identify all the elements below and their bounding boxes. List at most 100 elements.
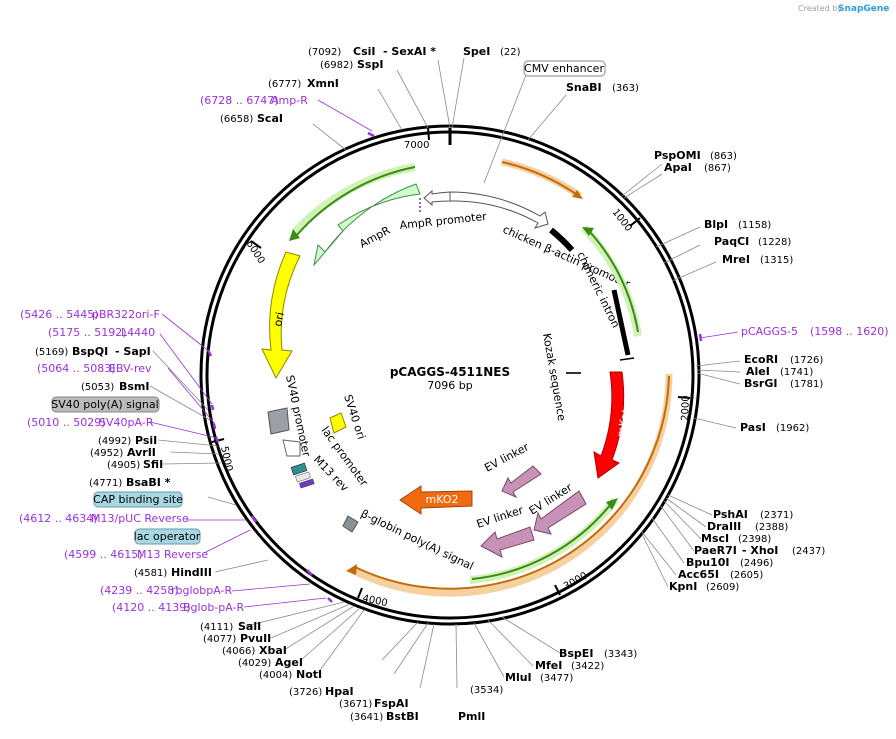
cmv-enhancer-box[interactable]: [523, 60, 606, 77]
site-paer7i[interactable]: PaeR7I: [694, 544, 737, 557]
site-bsabi[interactable]: BsaBI *: [126, 476, 171, 489]
mko2-feature[interactable]: [399, 485, 473, 515]
primer-m13puc[interactable]: M13/pUC Reverse: [91, 512, 189, 525]
primer-ebvrev[interactable]: EBV-rev: [109, 362, 152, 375]
primer-m13rev[interactable]: M13 Reverse: [137, 548, 208, 561]
chimeric-intron-arc[interactable]: [589, 231, 639, 333]
site-fspai[interactable]: FspAI: [374, 697, 409, 710]
site-mrei[interactable]: MreI: [722, 253, 750, 266]
sv40-promoter-feature[interactable]: [267, 407, 290, 435]
lac-promoter-shape[interactable]: [282, 439, 301, 457]
site-hindiii[interactable]: HindIII: [171, 566, 212, 579]
primer-m13puc-range: (4612 .. 4634): [19, 512, 98, 525]
site-scai[interactable]: ScaI: [257, 112, 283, 125]
sv40-polya-box[interactable]: [51, 396, 160, 413]
site-bspqi[interactable]: BspQI: [72, 345, 108, 358]
site-xhoi[interactable]: - XhoI: [742, 544, 778, 557]
site-sspi[interactable]: SspI: [357, 58, 383, 71]
site-pspomi[interactable]: PspOMI: [654, 149, 701, 162]
primer-rbglobpar[interactable]: rbglobpA-R: [171, 584, 232, 597]
site-pasi[interactable]: PasI: [740, 421, 766, 434]
site-psii[interactable]: PsiI: [135, 434, 157, 447]
site-msci[interactable]: MscI: [701, 532, 729, 545]
site-bspei-pos: (3343): [604, 649, 637, 660]
cmv-enhancer-arc[interactable]: [501, 161, 577, 195]
ori-label: ori: [271, 311, 287, 328]
site-apai[interactable]: ApaI: [664, 161, 692, 174]
m13-rev-marker[interactable]: [299, 478, 315, 489]
primer-rbglobpar-range: (4239 .. 4258): [100, 584, 179, 597]
tick-label-2000: 2000: [680, 395, 692, 421]
site-noti[interactable]: NotI: [296, 668, 322, 681]
site-ecori[interactable]: EcoRI: [744, 353, 778, 366]
site-xmni[interactable]: XmnI: [307, 77, 339, 90]
site-bstbi[interactable]: BstBI: [386, 710, 419, 723]
site-sexai[interactable]: - SexAI *: [383, 45, 436, 58]
connector-lines: [149, 57, 741, 689]
primer-bglobpar[interactable]: Bglob-pA-R: [183, 601, 245, 614]
site-bsrgi[interactable]: BsrGI: [744, 377, 777, 390]
site-avrii[interactable]: AvrII: [127, 446, 156, 459]
ori-feature[interactable]: [261, 251, 301, 380]
site-kpni[interactable]: KpnI: [669, 580, 697, 593]
cap-binding-marker[interactable]: [295, 471, 311, 483]
site-acc65i[interactable]: Acc65I: [678, 568, 719, 581]
site-pmli[interactable]: PmlI: [458, 710, 485, 723]
site-draiii[interactable]: DraIII: [707, 520, 741, 533]
chicken-actin-promoter-shape[interactable]: [449, 191, 549, 229]
primer-sv40par[interactable]: SV40pA-R: [99, 416, 154, 429]
primer-m13rev-range: (4599 .. 4615): [64, 548, 143, 561]
site-paqci[interactable]: PaqCI: [714, 235, 749, 248]
tick-6000: [250, 240, 262, 249]
site-bsmi[interactable]: BsmI: [119, 380, 150, 393]
plasmid-length: 7096 bp: [427, 379, 472, 392]
site-bsabi-pos: (4771): [89, 478, 122, 489]
site-pspomi-pos: (863): [710, 151, 737, 162]
ampr-promoter-shape[interactable]: [423, 189, 451, 207]
cap-binding-site-label: CAP binding site: [93, 493, 183, 506]
site-csii[interactable]: CsiI: [353, 45, 375, 58]
site-hpai[interactable]: HpaI: [325, 685, 354, 698]
tick-label-5000: 5000: [218, 445, 234, 472]
site-alei-pos: (1741): [780, 367, 813, 378]
primer-pbr322orif[interactable]: pBR322ori-F: [92, 308, 160, 321]
green-arc-2[interactable]: [471, 503, 612, 580]
primer-pcaggs5[interactable]: pCAGGS-5: [741, 325, 798, 338]
ampr-green-arc[interactable]: [295, 166, 416, 237]
site-pshai[interactable]: PshAI: [713, 508, 748, 521]
primer-l4440[interactable]: L4440: [121, 326, 155, 339]
site-bstbi-pos: (3641): [350, 712, 383, 723]
site-agei[interactable]: AgeI: [275, 656, 303, 669]
site-pvuii[interactable]: PvuII: [240, 632, 271, 645]
site-bpu10i[interactable]: Bpu10I: [686, 556, 730, 569]
mkate2-feature[interactable]: [593, 371, 625, 479]
ampr-feature[interactable]: [313, 183, 421, 267]
site-sapi[interactable]: - SapI: [115, 345, 151, 358]
site-mlui[interactable]: MluI: [505, 671, 532, 684]
site-xbai-pos: (4066): [222, 646, 255, 657]
bglobin-polya-feature[interactable]: [342, 515, 359, 533]
lac-operator-marker[interactable]: [290, 462, 308, 476]
site-spei[interactable]: SpeI: [463, 45, 490, 58]
site-pshai-pos: (2371): [760, 510, 793, 521]
ev-linker-3[interactable]: [480, 526, 535, 558]
site-bspei[interactable]: BspEI: [559, 647, 593, 660]
ev-linker-2[interactable]: [533, 490, 587, 535]
cap-binding-site-box[interactable]: [93, 491, 183, 508]
sv40-ori-feature[interactable]: [329, 412, 347, 434]
site-mfei[interactable]: MfeI: [535, 659, 562, 672]
primer-ampr[interactable]: Amp-R: [271, 94, 308, 107]
site-pmli-pos: (3534): [470, 685, 503, 696]
site-sali[interactable]: SalI: [238, 620, 261, 633]
site-avrii-pos: (4952): [90, 448, 123, 459]
site-blpi[interactable]: BlpI: [704, 218, 728, 231]
site-sfii[interactable]: SfiI: [143, 458, 163, 471]
site-spei-pos: (22): [500, 47, 521, 58]
site-alei[interactable]: AleI: [746, 365, 770, 378]
site-snabi[interactable]: SnaBI: [566, 81, 602, 94]
orange-arc-2[interactable]: [354, 375, 670, 590]
site-xbai[interactable]: XbaI: [259, 644, 287, 657]
ev-linker-3-label: EV linker: [475, 503, 525, 530]
lac-operator-box[interactable]: [134, 528, 201, 545]
ev-linker-1[interactable]: [501, 465, 542, 499]
